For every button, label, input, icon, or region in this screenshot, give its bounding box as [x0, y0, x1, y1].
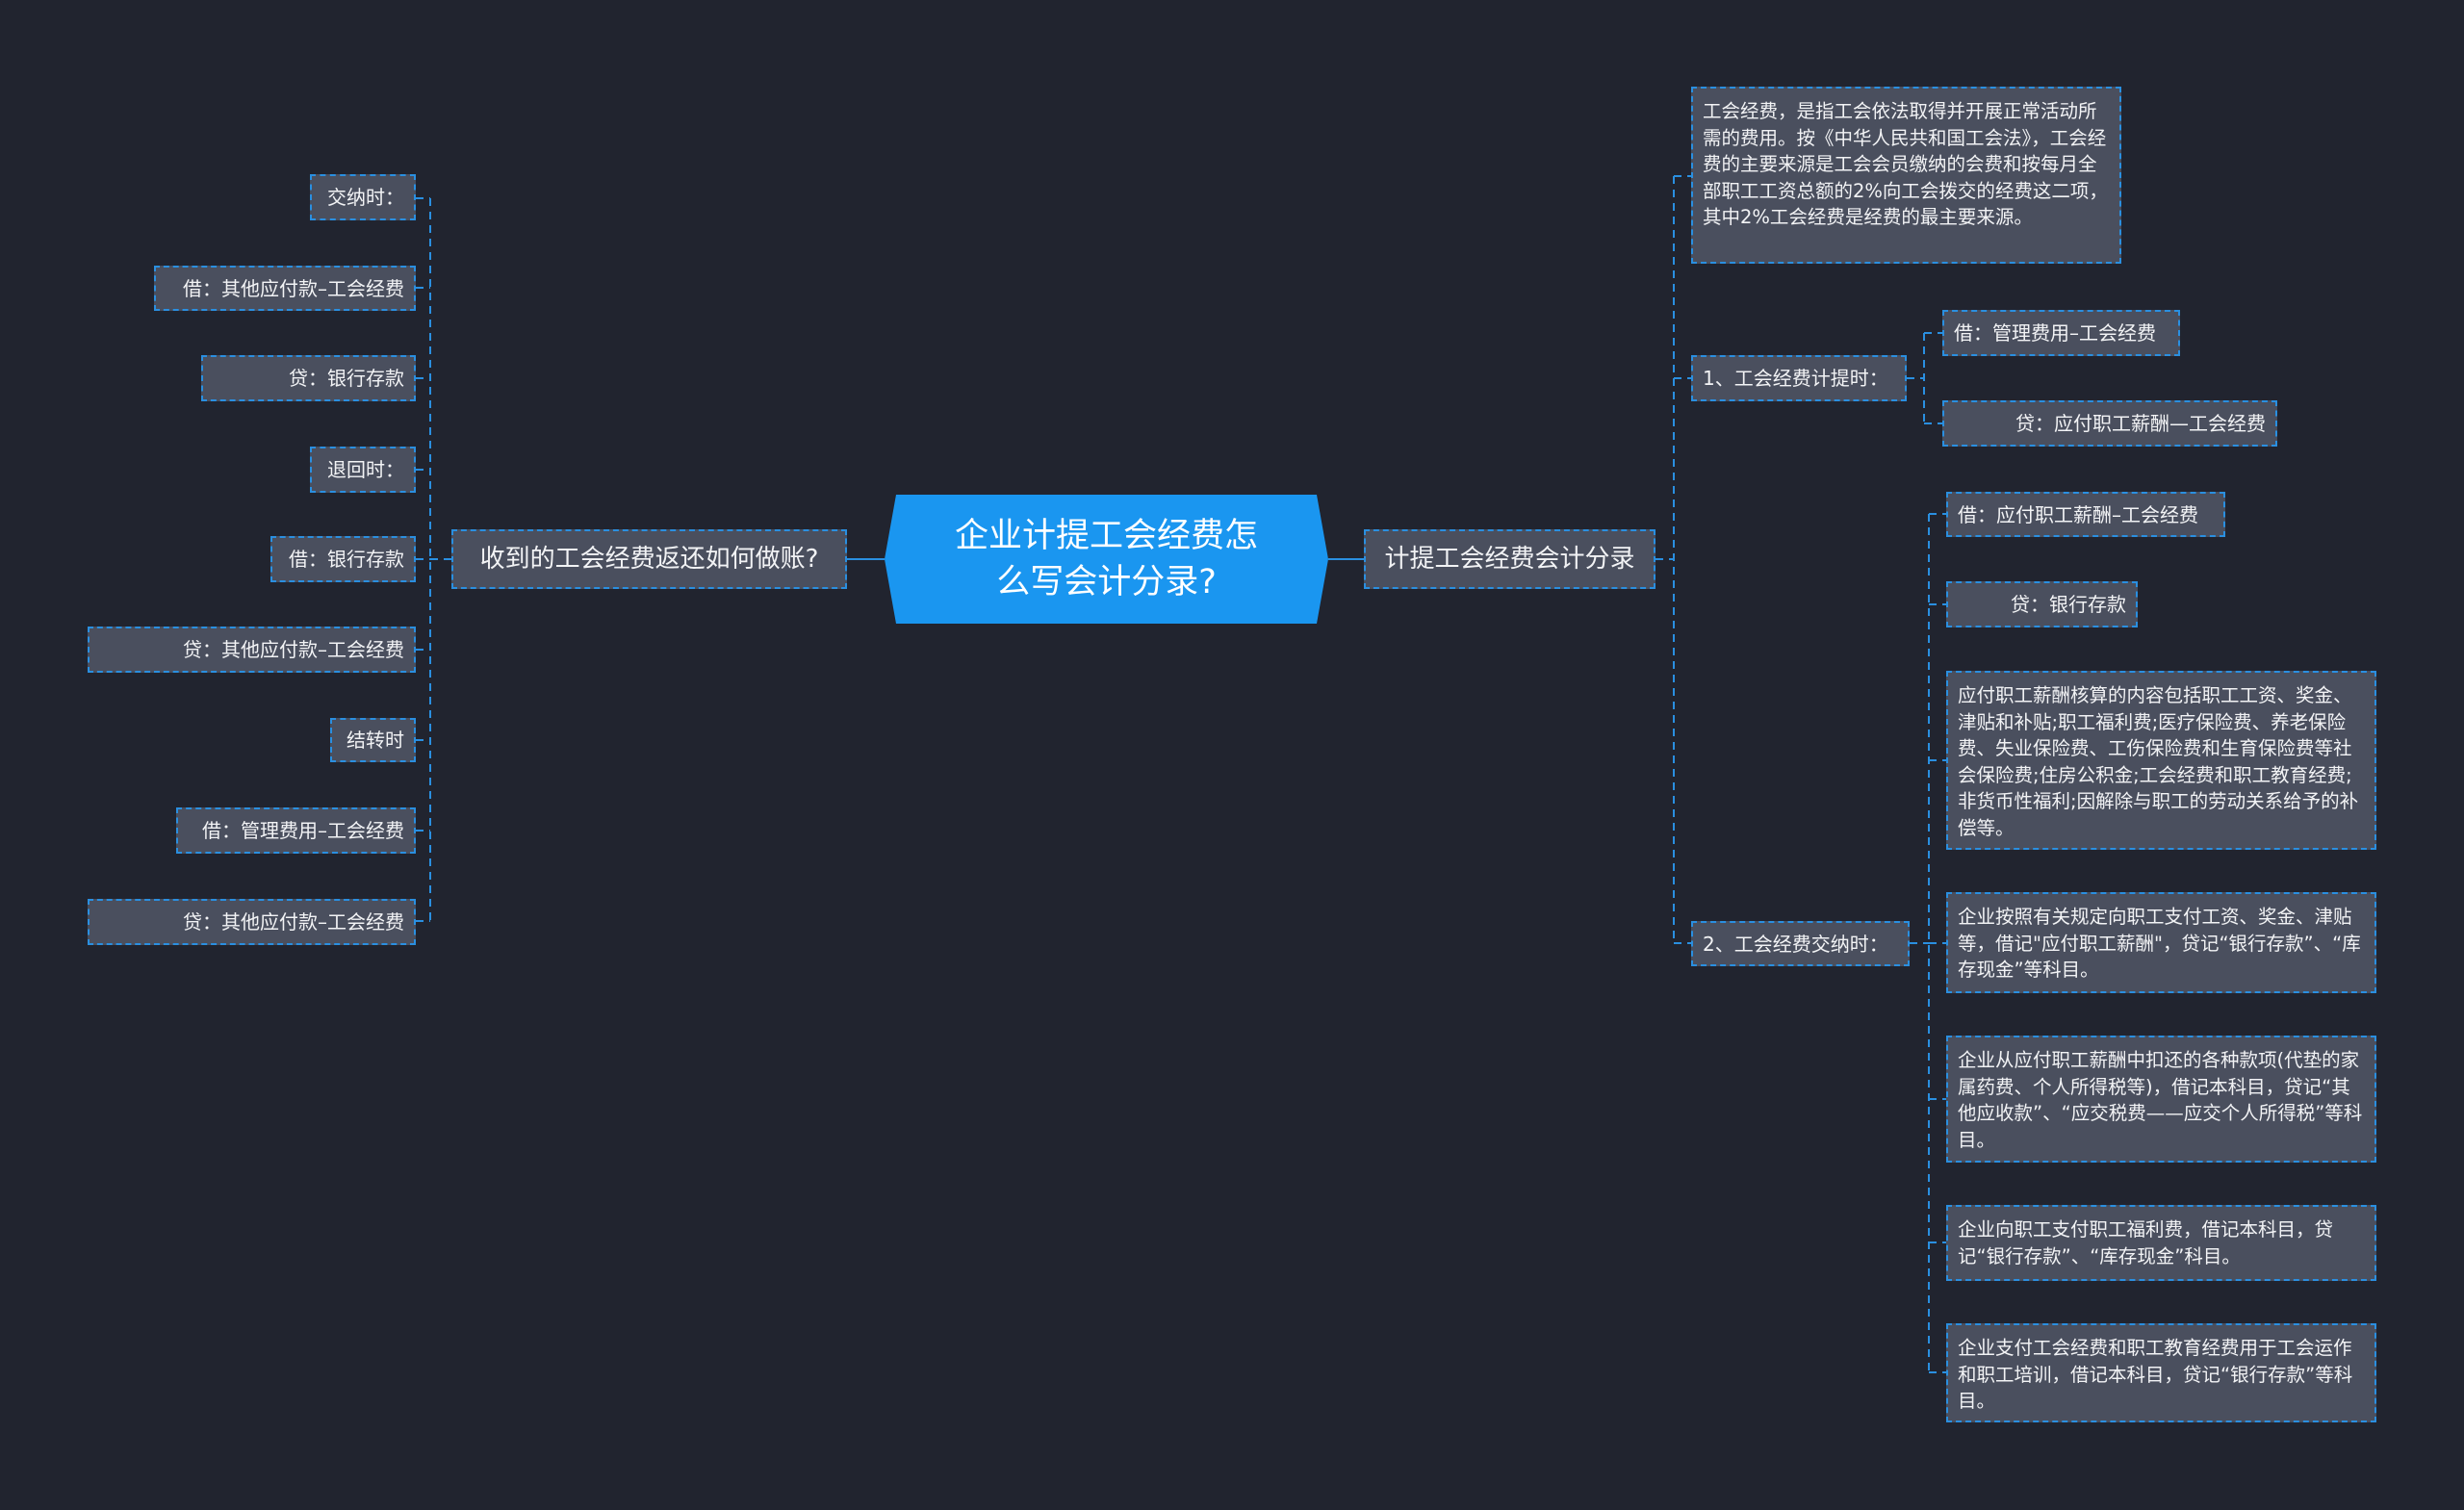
left-leaf[interactable]: 退回时： — [310, 447, 416, 493]
description-note[interactable]: 工会经费，是指工会依法取得并开展正常活动所需的费用。按《中华人民共和国工会法》，… — [1691, 87, 2121, 264]
step1-topic[interactable]: 1、工会经费计提时： — [1691, 355, 1907, 401]
left-leaf[interactable]: 贷：其他应付款–工会经费 — [88, 899, 416, 945]
step2-note[interactable]: 企业按照有关规定向职工支付工资、奖金、津贴等，借记"应付职工薪酬"，贷记“银行存… — [1946, 892, 2376, 993]
left-leaf[interactable]: 结转时 — [330, 718, 416, 762]
left-leaf[interactable]: 借：管理费用–工会经费 — [176, 807, 416, 854]
central-topic[interactable]: 企业计提工会经费怎么写会计分录? — [885, 495, 1328, 624]
step2-note[interactable]: 应付职工薪酬核算的内容包括职工工资、奖金、津贴和补贴;职工福利费;医疗保险费、养… — [1946, 671, 2376, 850]
step2-leaf[interactable]: 贷：银行存款 — [1946, 581, 2138, 627]
step2-topic[interactable]: 2、工会经费交纳时： — [1691, 921, 1910, 966]
step2-leaf[interactable]: 借：应付职工薪酬–工会经费 — [1946, 492, 2225, 537]
step1-leaf[interactable]: 贷：应付职工薪酬—工会经费 — [1942, 400, 2277, 447]
left-leaf[interactable]: 借：其他应付款–工会经费 — [154, 266, 416, 311]
left-branch-topic[interactable]: 收到的工会经费返还如何做账? — [451, 529, 847, 589]
left-leaf[interactable]: 借：银行存款 — [270, 536, 416, 582]
step2-note[interactable]: 企业从应付职工薪酬中扣还的各种款项(代垫的家属药费、个人所得税等)，借记本科目，… — [1946, 1036, 2376, 1163]
right-branch-topic[interactable]: 计提工会经费会计分录 — [1364, 529, 1656, 589]
step2-note[interactable]: 企业支付工会经费和职工教育经费用于工会运作和职工培训，借记本科目，贷记“银行存款… — [1946, 1323, 2376, 1422]
left-leaf[interactable]: 交纳时： — [310, 174, 416, 220]
step2-note[interactable]: 企业向职工支付职工福利费，借记本科目，贷记“银行存款”、“库存现金”科目。 — [1946, 1205, 2376, 1281]
central-topic-title: 企业计提工会经费怎么写会计分录? — [954, 517, 1258, 601]
step1-leaf[interactable]: 借：管理费用–工会经费 — [1942, 310, 2180, 356]
left-leaf[interactable]: 贷：其他应付款–工会经费 — [88, 627, 416, 673]
central-topic-shape — [885, 495, 1328, 624]
left-leaf[interactable]: 贷：银行存款 — [201, 355, 416, 401]
